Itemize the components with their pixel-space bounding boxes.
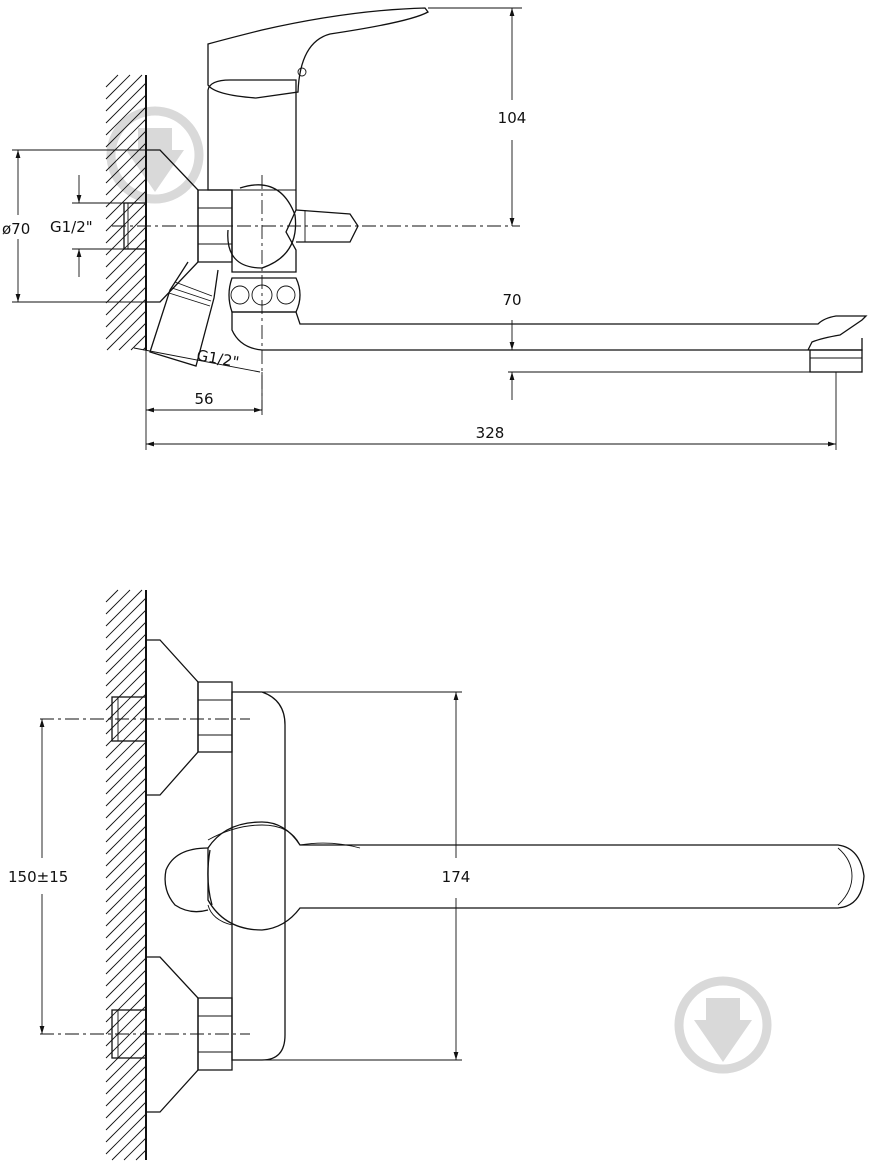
- hatch-line: [105, 178, 147, 220]
- hatch-line: [105, 753, 147, 795]
- hatch-line: [105, 693, 147, 735]
- hatch-line: [105, 74, 143, 112]
- hatch-line: [123, 1137, 147, 1161]
- hatch-line: [105, 1113, 147, 1155]
- hatch-line: [105, 190, 147, 232]
- dim-thread-outlet-label: G1/2": [195, 346, 240, 371]
- hatch-line: [105, 1077, 147, 1119]
- hatch-line: [106, 310, 147, 351]
- hatch-line: [105, 945, 147, 987]
- hatch-line: [105, 1017, 147, 1059]
- hatch-line: [105, 825, 147, 867]
- hatch-line: [105, 589, 131, 615]
- dim-328-label: 328: [476, 424, 505, 442]
- dim-diameter-label: ø70: [2, 220, 30, 238]
- hatch-line: [130, 334, 147, 351]
- hatch-line: [105, 74, 119, 88]
- hatch-line: [105, 597, 147, 639]
- hatch-line: [105, 969, 147, 1011]
- side-view: 104 70 ø70 G1/2" G1/2" 56 328: [0, 7, 868, 450]
- dim-150-label: 150±15: [8, 868, 68, 886]
- dim-104-label: 104: [498, 109, 527, 127]
- hatch-line: [105, 1053, 147, 1095]
- hatch-line: [105, 106, 147, 148]
- hatch-line: [105, 1029, 147, 1071]
- hatch-line: [105, 154, 147, 196]
- hatch-line: [105, 909, 147, 951]
- hatch-line: [105, 885, 147, 927]
- hatch-line: [105, 118, 147, 160]
- watermark-logo-icon: [674, 976, 772, 1074]
- hatch-line: [105, 933, 147, 975]
- hatch-line: [105, 777, 147, 819]
- hatch-line: [135, 1149, 147, 1161]
- hatch-line: [105, 238, 147, 280]
- hatch-line: [105, 226, 147, 268]
- hatch-line: [105, 657, 147, 699]
- dim-thread-inlet-label: G1/2": [50, 218, 93, 236]
- hatch-line: [105, 1041, 147, 1083]
- hatch-line: [105, 789, 147, 831]
- hatch-line: [105, 813, 147, 855]
- watermark-logo-icon: [106, 106, 204, 204]
- hatch-line: [105, 981, 147, 1023]
- dim-70-label: 70: [502, 291, 521, 309]
- hatch-line: [105, 741, 147, 783]
- hatch-line: [105, 74, 131, 100]
- hatch-line: [105, 262, 147, 304]
- hatch-line: [111, 1125, 147, 1161]
- hatch-line: [105, 705, 147, 747]
- hatch-line: [105, 729, 147, 771]
- front-view: 174 150±15: [2, 589, 865, 1161]
- hatch-line: [105, 801, 147, 843]
- dim-56-label: 56: [194, 390, 213, 408]
- hatch-line: [105, 1065, 147, 1107]
- hatch-line: [105, 1101, 147, 1143]
- hatch-line: [105, 286, 147, 328]
- hatch-line: [105, 1005, 147, 1047]
- hatch-line: [105, 94, 147, 136]
- hatch-line: [105, 717, 147, 759]
- hatch-line: [105, 250, 147, 292]
- hatch-line: [105, 873, 147, 915]
- hatch-line: [118, 322, 147, 351]
- hatch-line: [105, 82, 147, 124]
- hatch-line: [105, 589, 143, 627]
- hatch-line: [105, 645, 147, 687]
- hatch-line: [105, 214, 147, 256]
- hatch-line: [105, 765, 147, 807]
- hatch-line: [105, 1089, 147, 1131]
- hatch-line: [105, 609, 147, 651]
- hatch-line: [105, 921, 147, 963]
- hatch-line: [105, 166, 147, 208]
- hatch-line: [105, 681, 147, 723]
- hatch-line: [105, 837, 147, 879]
- hatch-line: [105, 589, 119, 603]
- dim-174-label: 174: [442, 868, 471, 886]
- hatch-line: [105, 849, 147, 891]
- hatch-line: [105, 202, 147, 244]
- hatch-line: [105, 633, 147, 675]
- hatch-line: [105, 669, 147, 711]
- hatch-line: [105, 130, 147, 172]
- hatch-line: [105, 861, 147, 903]
- hatch-line: [105, 897, 147, 939]
- hatch-line: [105, 621, 147, 663]
- hatch-line: [105, 957, 147, 999]
- hatch-line: [105, 298, 147, 340]
- hatch-line: [105, 993, 147, 1035]
- hatch-line: [105, 274, 147, 316]
